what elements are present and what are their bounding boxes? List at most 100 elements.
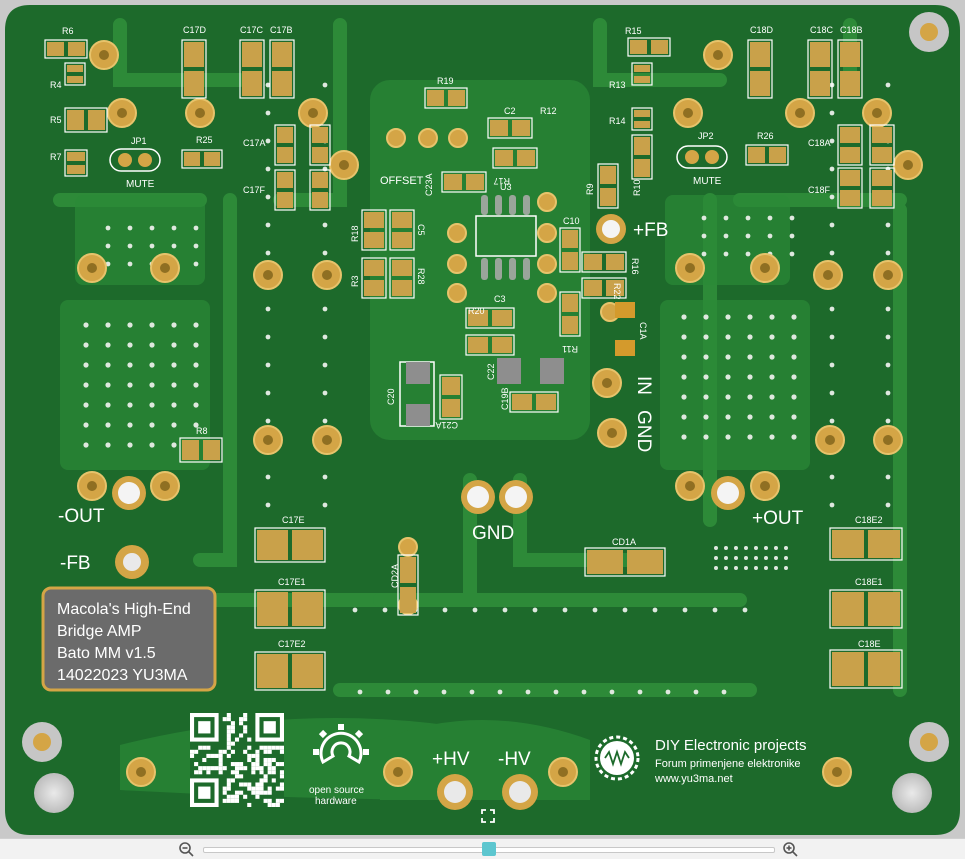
- via: [193, 225, 199, 231]
- refdes-label: R6: [62, 26, 74, 36]
- title-line-3: Bato MM v1.5: [57, 645, 156, 662]
- large-smd-caps: [399, 302, 635, 427]
- smd-outline: [747, 39, 773, 99]
- refdes-label: C17F: [243, 185, 266, 195]
- via: [105, 261, 111, 267]
- via: [681, 354, 687, 360]
- tht-drill: [339, 160, 349, 170]
- via: [774, 566, 778, 570]
- smd-pad: [606, 254, 624, 270]
- refdes-label: C18B: [840, 25, 863, 35]
- via: [747, 354, 753, 360]
- via: [322, 502, 328, 508]
- smd-pad: [67, 76, 83, 83]
- mute2-label: MUTE: [693, 176, 722, 187]
- via: [105, 225, 111, 231]
- via: [553, 689, 559, 695]
- via: [265, 306, 271, 312]
- jumper-pad: [138, 153, 152, 167]
- via: [885, 250, 891, 256]
- via: [885, 474, 891, 480]
- refdes-label: R16: [630, 258, 640, 275]
- small-pad: [447, 283, 467, 303]
- via: [681, 314, 687, 320]
- power-terminals: [112, 214, 745, 810]
- smd-pad: [400, 557, 416, 583]
- smd-pad: [67, 65, 83, 72]
- via: [193, 342, 199, 348]
- via: [127, 422, 133, 428]
- tht-drill: [160, 263, 170, 273]
- via: [744, 556, 748, 560]
- smd-pad: [68, 42, 85, 56]
- tht-drill: [872, 108, 882, 118]
- smd-outline: [389, 209, 415, 251]
- refdes-label: R12: [540, 106, 557, 116]
- via: [105, 362, 111, 368]
- smd-pad: [312, 192, 328, 208]
- smd-pad: [364, 212, 384, 228]
- smd-outline: [631, 62, 653, 86]
- via: [622, 607, 628, 613]
- smd-outline: [309, 124, 331, 166]
- qr-code: [190, 713, 284, 807]
- zoom-slider-thumb[interactable]: [482, 842, 496, 856]
- via: [791, 434, 797, 440]
- smd-pad: [606, 280, 624, 296]
- zoom-out-button[interactable]: [178, 841, 194, 857]
- refdes-label: R25: [196, 135, 213, 145]
- small-pad: [537, 223, 557, 243]
- via: [829, 418, 835, 424]
- refdes-label: C17E: [282, 515, 305, 525]
- via: [265, 222, 271, 228]
- smd-pad: [634, 65, 650, 72]
- refdes-label: R8: [196, 426, 208, 436]
- title-line-2: Bridge AMP: [57, 623, 141, 640]
- via: [193, 402, 199, 408]
- tht-drill: [713, 50, 723, 60]
- zoom-in-button[interactable]: [782, 841, 798, 857]
- tht-drill: [602, 378, 612, 388]
- via: [149, 402, 155, 408]
- via: [105, 243, 111, 249]
- tht-drill: [117, 108, 127, 118]
- tht-drill: [607, 428, 617, 438]
- smd-pad: [312, 147, 328, 163]
- small-pad: [386, 128, 406, 148]
- small-pad: [537, 254, 557, 274]
- smd-outline: [361, 257, 387, 299]
- via: [193, 382, 199, 388]
- smd-pad: [627, 550, 663, 574]
- refdes-label: R4: [50, 80, 62, 90]
- tht-drill: [322, 435, 332, 445]
- hv-pos-label: +HV: [432, 749, 470, 770]
- jumper-pad: [705, 150, 719, 164]
- refdes-label: R19: [437, 76, 454, 86]
- via: [724, 546, 728, 550]
- via: [127, 225, 133, 231]
- via: [789, 215, 795, 221]
- via: [724, 566, 728, 570]
- jumper-pad: [685, 150, 699, 164]
- fullscreen-button[interactable]: [480, 808, 496, 824]
- refdes-label: R11: [562, 344, 578, 354]
- refdes-label: C18E1: [855, 577, 883, 587]
- small-pad: [447, 254, 467, 274]
- via: [769, 414, 775, 420]
- smd-pad: [769, 147, 786, 163]
- via: [701, 251, 707, 257]
- via: [83, 382, 89, 388]
- smd-pad: [495, 150, 513, 166]
- via: [725, 314, 731, 320]
- via: [885, 334, 891, 340]
- via: [791, 314, 797, 320]
- smd-outline: [179, 437, 223, 463]
- via: [784, 556, 788, 560]
- tht-drill: [99, 50, 109, 60]
- oshw-logo-icon: [313, 724, 369, 765]
- via: [322, 334, 328, 340]
- via: [747, 314, 753, 320]
- via: [703, 354, 709, 360]
- smd-outline: [361, 209, 387, 251]
